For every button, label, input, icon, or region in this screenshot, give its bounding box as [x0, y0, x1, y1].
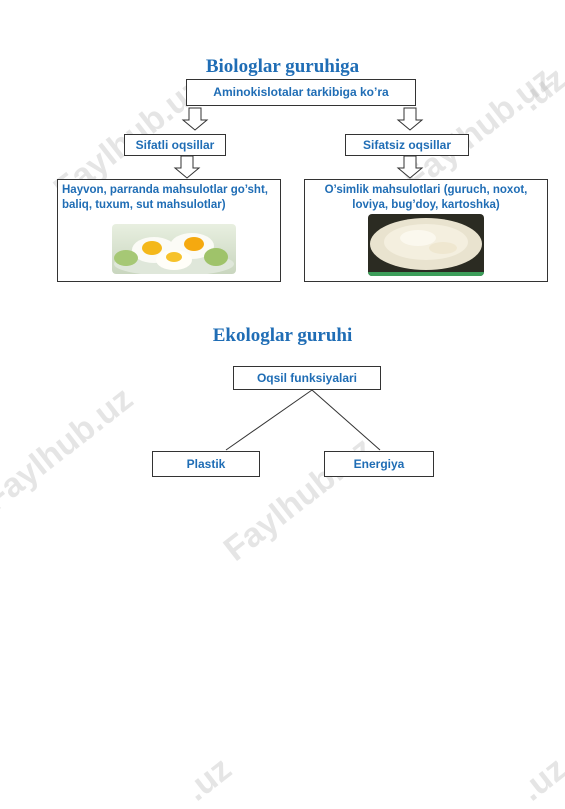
biologists-title: Biologlar guruhiga — [205, 56, 360, 77]
rice-image — [368, 214, 484, 276]
plant-products-box: O’simlik mahsulotlari (guruch, noxot, lo… — [304, 179, 548, 282]
arrow-down-icon — [181, 107, 209, 131]
plastic-function-box: Plastik — [152, 451, 260, 477]
connector-line — [225, 389, 313, 451]
plant-products-text: O’simlik mahsulotlari (guruch, noxot, lo… — [324, 184, 528, 211]
energy-function-box: Energiya — [324, 451, 434, 477]
rice-illustration — [368, 218, 484, 276]
arrow-down-icon — [396, 155, 424, 179]
quality-proteins-box: Sifatli oqsillar — [124, 134, 226, 156]
animal-products-text: Hayvon, parranda mahsulotlar go’sht, bal… — [62, 184, 268, 211]
eggs-illustration — [114, 233, 234, 274]
eggs-image — [112, 224, 236, 274]
low-quality-proteins-box: Sifatsiz oqsillar — [345, 134, 469, 156]
arrow-down-icon — [396, 107, 424, 131]
ecologists-title: Ekologlar guruhi — [212, 325, 353, 346]
protein-functions-box: Oqsil funksiyalari — [233, 366, 381, 390]
connector-line — [311, 389, 381, 451]
arrow-down-icon — [173, 155, 201, 179]
amino-acid-criterion-box: Aminokislotalar tarkibiga ko’ra — [186, 79, 416, 106]
